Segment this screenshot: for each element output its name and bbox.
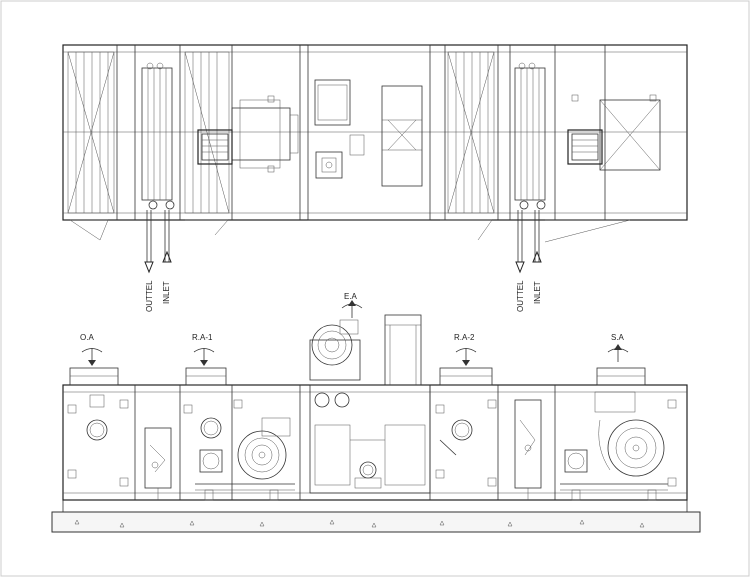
coil-section-2 [514,399,542,500]
plan-coil-right [514,62,546,210]
plan-damper-left [67,51,115,214]
label-inlet-right: INLET [533,281,542,304]
oa-intake [69,348,119,386]
label-outlet-right: OUTTEL [516,280,525,312]
mixing-section [309,384,431,494]
label-inlet-left: INLET [162,281,171,304]
plan-damper-right [447,51,495,214]
ea-fan [309,300,363,381]
coil-section [144,427,172,500]
label-outlet-left: OUTTEL [145,280,154,312]
plan-casing [62,44,688,221]
plan-coil-left [141,62,175,210]
sa-outlet [596,344,646,386]
plan-filter-left [184,51,230,214]
ra1-section [183,399,243,439]
oa-section [67,394,129,487]
plan-pipes-left [144,210,172,274]
elevation-casing [62,384,688,501]
label-ra1: R.A-1 [192,333,213,342]
fan-1 [195,417,295,501]
label-ea: E.A [344,292,358,301]
ra1-intake [185,348,227,386]
elevation-view: O.A R.A-1 [51,292,701,533]
foundation-slab [51,511,701,533]
plan-view: OUTTEL INLET OUTTEL INLET [62,44,688,312]
plan-exhaust-fan [314,79,423,187]
plan-fan-right [567,94,661,171]
label-oa: O.A [80,333,94,342]
label-sa: S.A [611,333,625,342]
plan-fan-left [197,95,299,173]
fan-2 [560,391,677,501]
plan-exhaust-section [307,44,431,221]
label-ra2: R.A-2 [454,333,475,342]
base-frame [62,499,688,513]
plan-pipes-right [515,210,542,274]
ra2-section [435,399,497,487]
exhaust-stack [384,314,422,386]
ra2-intake [439,348,493,386]
